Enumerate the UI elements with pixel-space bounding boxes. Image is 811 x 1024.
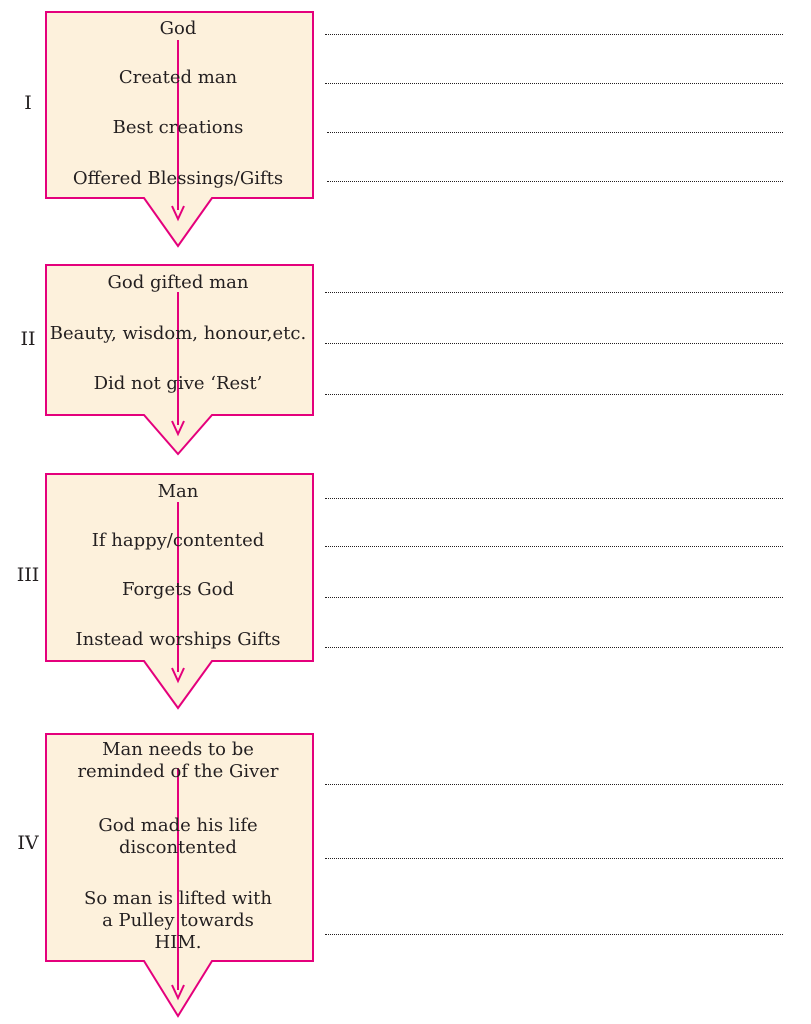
section-I-item: God (159, 18, 197, 39)
answer-line[interactable] (325, 34, 783, 35)
section-II-numeral: II (20, 328, 36, 350)
answer-line[interactable] (325, 546, 783, 547)
section-III-item: If happy/contented (91, 530, 265, 551)
arrow-IV-head (171, 984, 185, 1001)
arrow-II-head (171, 420, 185, 437)
answer-line[interactable] (327, 132, 783, 133)
answer-line[interactable] (325, 498, 783, 499)
box-IV (45, 733, 314, 1018)
answer-line[interactable] (325, 934, 783, 935)
answer-line[interactable] (325, 647, 783, 648)
section-III-item: Instead worships Gifts (75, 629, 281, 650)
answer-line[interactable] (325, 83, 783, 84)
section-I-numeral: I (24, 92, 32, 114)
section-II-item: Beauty, wisdom, honour,etc. (49, 323, 307, 344)
answer-line[interactable] (325, 292, 783, 293)
box-I (45, 11, 314, 248)
section-II-item: Did not give ‘Rest’ (93, 373, 263, 394)
section-I-item: Created man (118, 67, 238, 88)
box-II (45, 264, 314, 456)
answer-line[interactable] (325, 597, 783, 598)
box-III (45, 473, 314, 710)
section-IV-item: Man needs to be reminded of the Giver (77, 739, 279, 782)
answer-line[interactable] (325, 394, 783, 395)
answer-line[interactable] (325, 784, 783, 785)
section-I-item: Offered Blessings/Gifts (72, 168, 284, 189)
section-IV-item: God made his life discontented (98, 815, 258, 858)
section-II-item: God gifted man (107, 272, 249, 293)
section-I-item: Best creations (112, 117, 244, 138)
arrow-III-head (171, 667, 185, 684)
section-III-item: Man (157, 481, 199, 502)
section-IV-numeral: IV (17, 832, 39, 854)
answer-line[interactable] (325, 858, 783, 859)
answer-line[interactable] (325, 343, 783, 344)
answer-line[interactable] (327, 181, 783, 182)
section-III-item: Forgets God (121, 579, 235, 600)
section-IV-item: So man is lifted with a Pulley towards H… (83, 888, 272, 953)
section-III-numeral: III (16, 564, 40, 586)
arrow-I-head (171, 205, 185, 222)
